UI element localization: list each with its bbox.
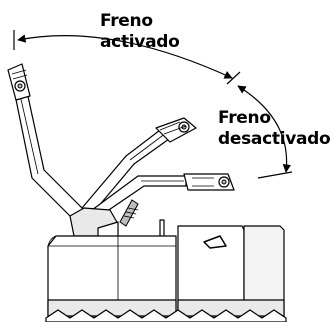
mounting-plate: [177, 225, 285, 317]
brake-mechanism-base: [47, 199, 177, 317]
lever-intermediate: [81, 117, 197, 215]
lever-released: [91, 173, 235, 217]
label-brake-off-line1: Freno: [218, 108, 271, 128]
label-brake-on-line1: Freno: [100, 11, 153, 31]
label-brake-on-line2: activado: [100, 32, 180, 52]
label-brake-off: Freno desactivado: [218, 108, 331, 149]
brake-on-arc: [13, 30, 241, 85]
lever-engaged: [7, 63, 87, 223]
cutaway-edge: [45, 309, 287, 322]
brake-off-arc: [237, 85, 293, 179]
label-brake-on: Freno activado: [100, 11, 180, 52]
label-brake-off-line2: desactivado: [218, 129, 330, 149]
